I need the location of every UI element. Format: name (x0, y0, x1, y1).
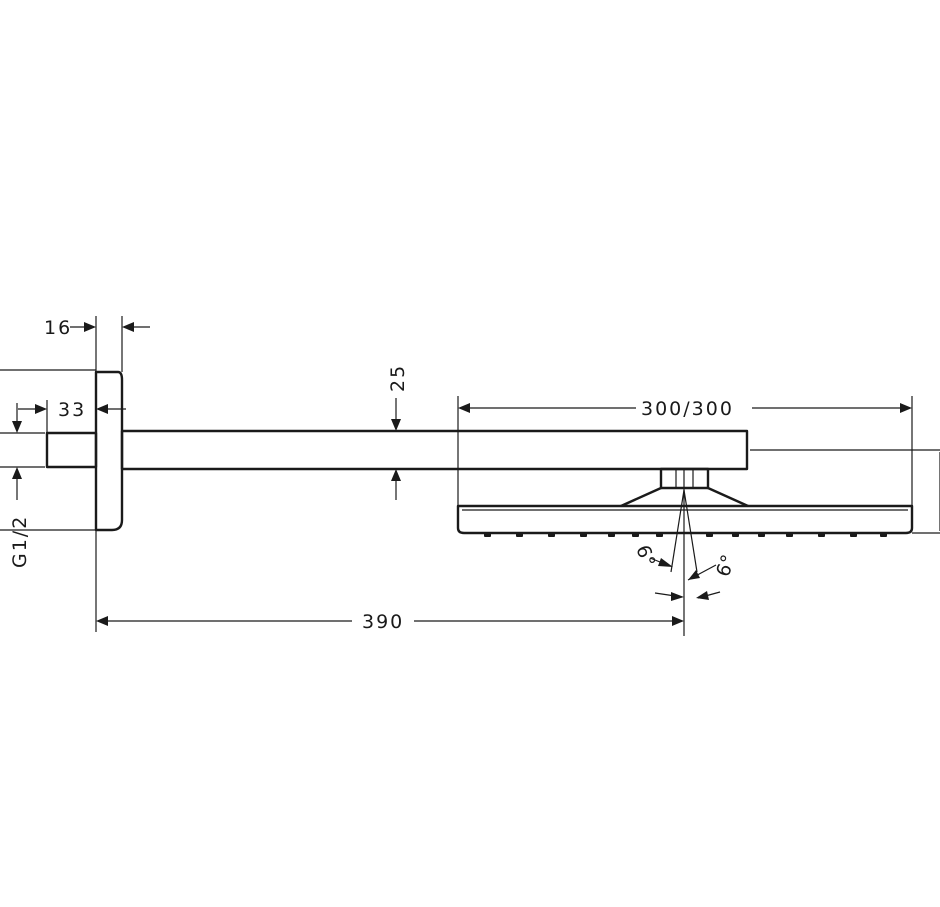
tilt-angle-marks (649, 557, 721, 601)
dimension-label-300: 300/300 (641, 398, 734, 420)
shower-head (456, 504, 914, 535)
dimension-300 (457, 396, 913, 506)
dimension-label-33: 33 (58, 399, 86, 421)
dimension-label-25: 25 (387, 364, 409, 392)
dimension-390 (95, 530, 684, 632)
dimension-label-g12: G1/2 (9, 515, 31, 568)
inlet-stub (45, 431, 98, 469)
dimension-g12 (0, 369, 96, 531)
dimension-label-16: 16 (44, 317, 72, 339)
dimension-label-390: 390 (362, 611, 404, 633)
tilt-label-left: 6° (631, 542, 659, 570)
dimension-16 (70, 316, 150, 372)
dimension-25 (391, 398, 401, 500)
shower-arm (120, 429, 749, 471)
tilt-axis-lines (670, 470, 698, 636)
spray-nozzles (484, 533, 887, 537)
wall-flange (94, 370, 124, 532)
dimension-33 (18, 400, 126, 433)
dimension-right-edge (750, 449, 940, 534)
tilt-label-right: 6° (712, 552, 740, 580)
